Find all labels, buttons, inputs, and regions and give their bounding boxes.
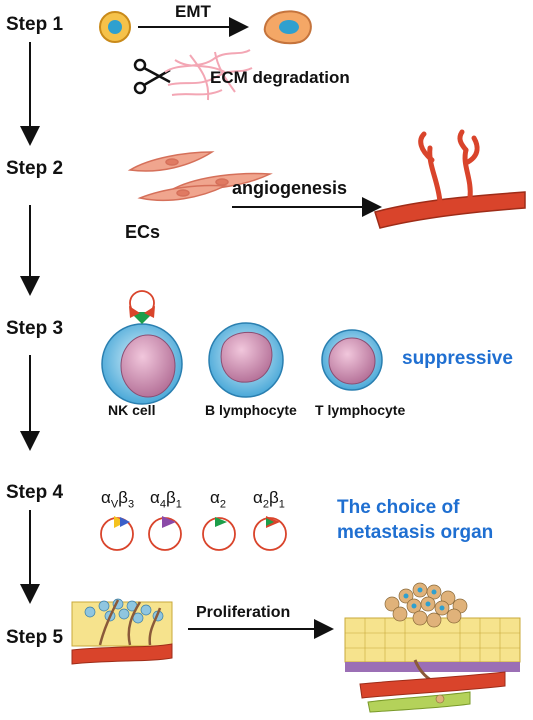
ecm-degradation-label: ECM degradation (210, 68, 350, 87)
integrin-label-av-b3: αVβ3 (101, 488, 135, 511)
epithelial-cell-icon (99, 11, 131, 43)
b-lymphocyte-icon (208, 322, 284, 398)
blood-vessel-icon (374, 129, 526, 229)
scissors-icon (133, 58, 171, 95)
integrin-a4-b1-icon (148, 516, 182, 551)
tumor-mass-small-icon (71, 598, 173, 665)
step-3-label: Step 3 (6, 318, 64, 339)
angiogenesis-label: angiogenesis (232, 178, 348, 198)
emt-label: EMT (175, 2, 211, 21)
nk-cell-label: NK cell (108, 402, 156, 418)
mesenchymal-cell-icon (263, 10, 312, 45)
integrin-label-a2-b1: α2β1 (253, 488, 285, 511)
integrin-a2-icon (202, 517, 236, 551)
step-1-label: Step 1 (6, 14, 64, 35)
proliferation-label: Proliferation (196, 604, 291, 621)
integrin-a2-b1-icon (253, 516, 287, 551)
ecm-fibers-icon (164, 49, 253, 101)
step-2-label: Step 2 (6, 158, 64, 179)
suppressive-label: suppressive (402, 348, 513, 369)
t-lymphocyte-label: T lymphocyte (315, 402, 406, 418)
step-5-label: Step 5 (6, 627, 64, 648)
endothelial-cells-icon (127, 151, 273, 202)
b-lymphocyte-label: B lymphocyte (205, 402, 297, 418)
metastasis-caption-line1: The choice of (337, 497, 460, 518)
nk-cell-icon (101, 290, 183, 405)
integrin-label-a2: α2 (210, 488, 226, 511)
t-lymphocyte-icon (321, 329, 383, 391)
integrin-av-b3-icon (100, 516, 134, 551)
metastasis-caption-line2: metastasis organ (337, 522, 494, 543)
ecs-label: ECs (125, 222, 161, 242)
integrin-label-a4-b1: α4β1 (150, 488, 182, 511)
step-4-label: Step 4 (6, 482, 64, 503)
tumor-mass-large-icon (344, 582, 521, 713)
